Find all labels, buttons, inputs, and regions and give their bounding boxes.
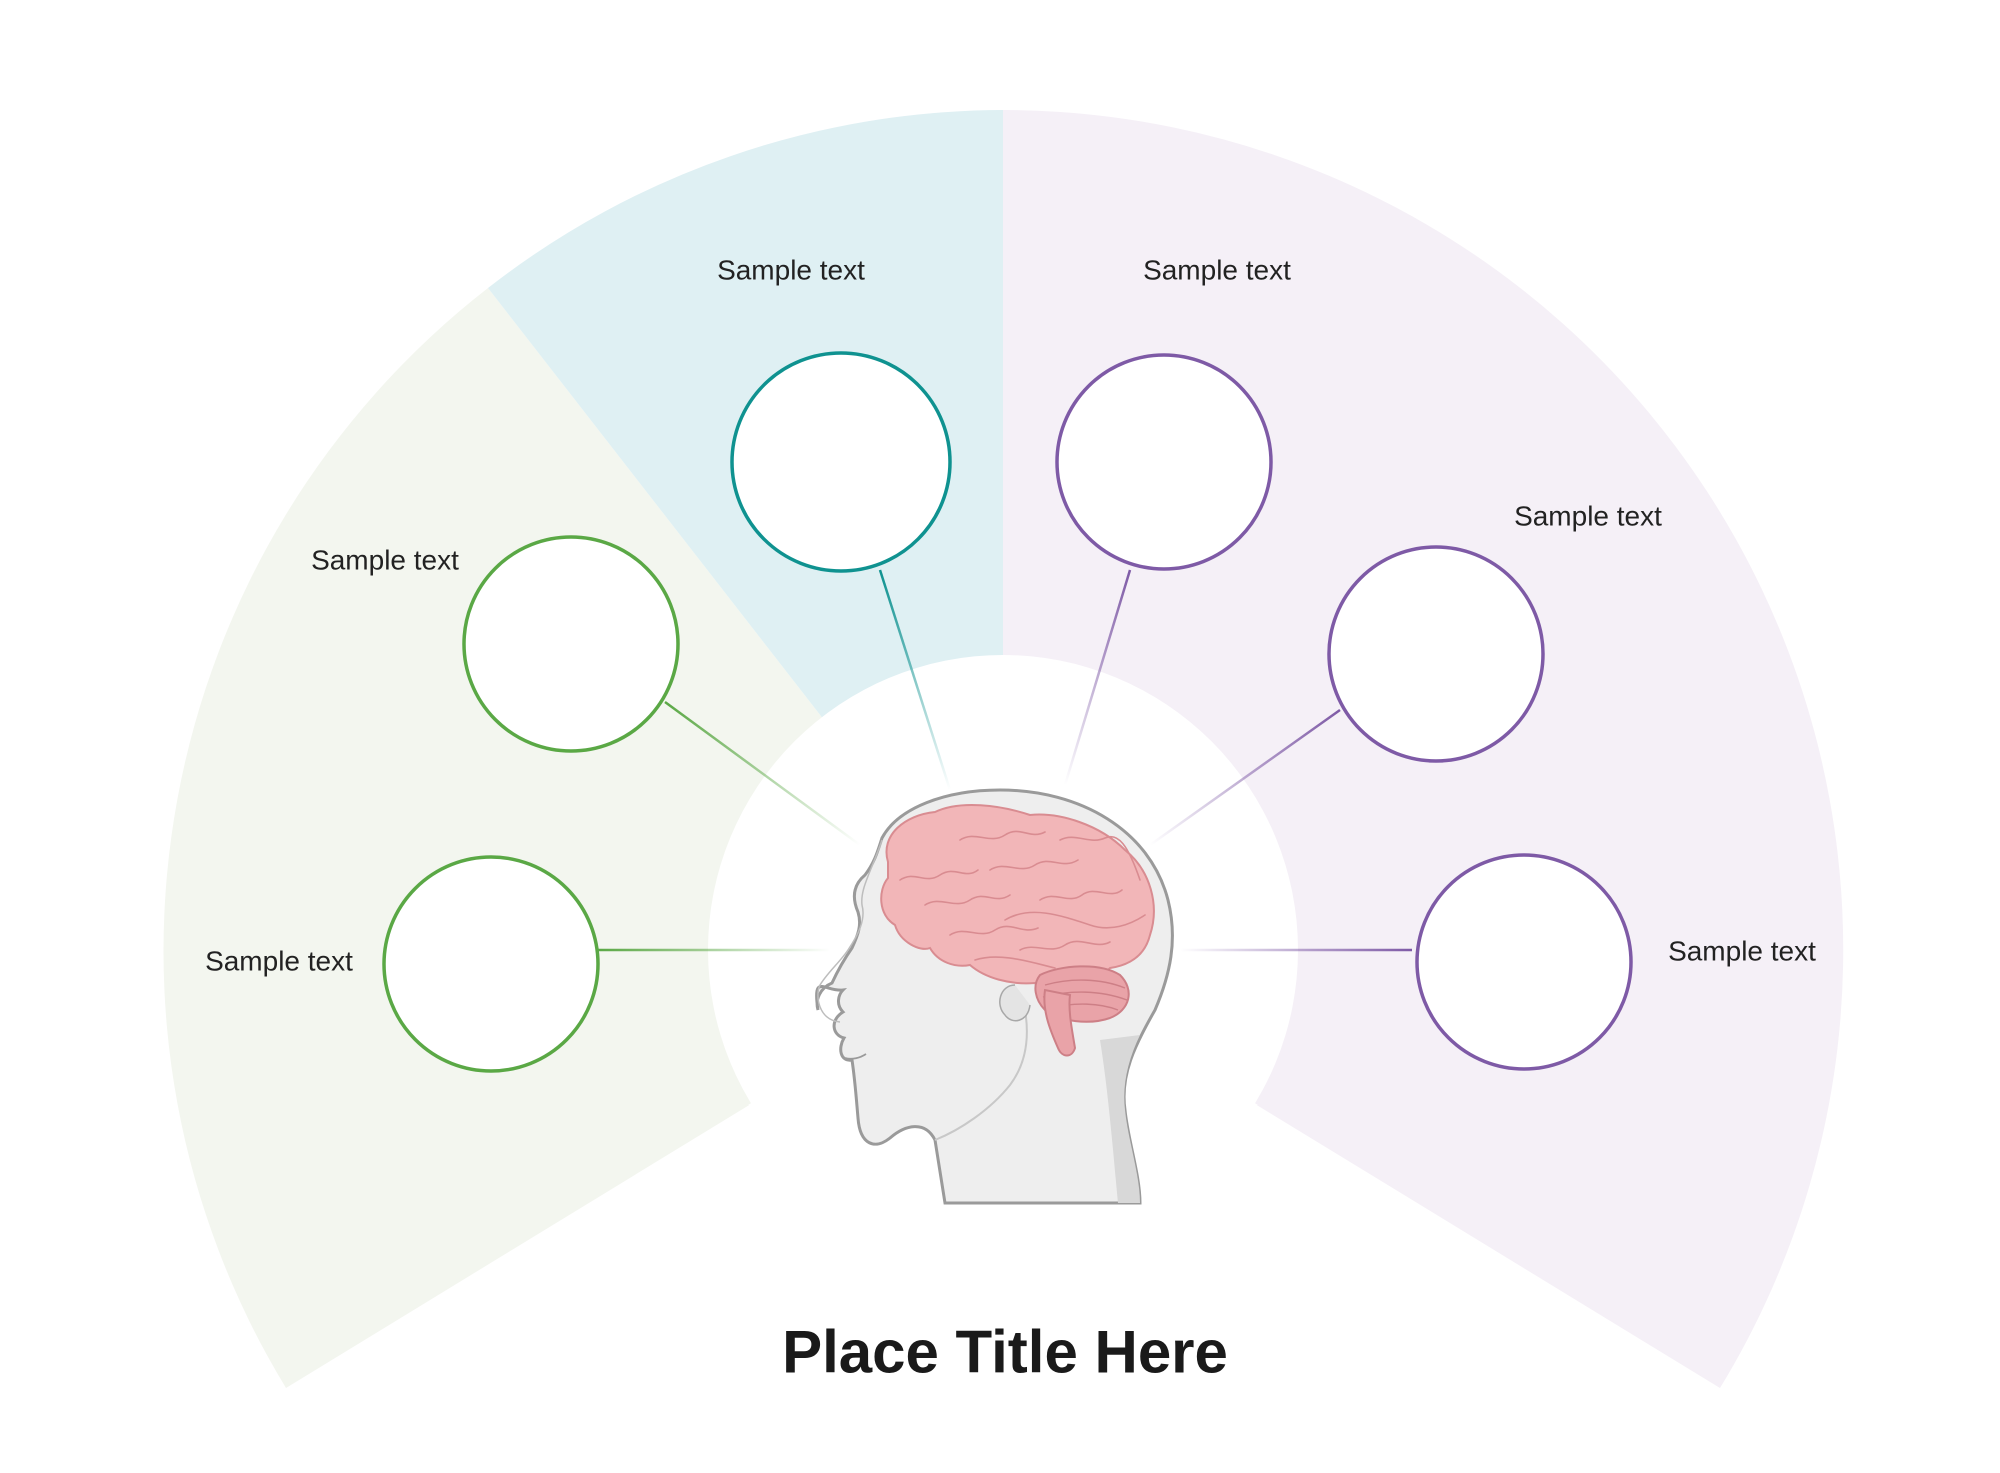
node-circle[interactable]	[382, 855, 600, 1073]
node-circle[interactable]	[1055, 353, 1273, 571]
brainstem	[1043, 988, 1077, 1057]
node-label: Sample text	[1143, 255, 1291, 286]
brain-folds	[899, 830, 1146, 969]
neck-shadow	[1100, 1035, 1140, 1203]
diagram-title: Place Title Here	[782, 1319, 1228, 1386]
node-label: Sample text	[717, 255, 865, 286]
node-label: Sample text	[205, 946, 353, 977]
ear	[999, 984, 1031, 1022]
cerebrum	[880, 803, 1155, 988]
human-head-brain-icon	[815, 788, 1174, 1205]
mouth	[844, 1053, 867, 1060]
node-label: Sample text	[1668, 936, 1816, 967]
connector-line	[878, 569, 952, 791]
node-circle[interactable]	[730, 351, 952, 573]
node-labels: Sample text Sample text Sample text Samp…	[205, 255, 1816, 977]
connector-line	[664, 700, 861, 847]
connector-line	[1063, 569, 1132, 786]
green-sector	[163, 288, 1004, 1388]
node-label: Sample text	[311, 545, 459, 576]
node-label: Sample text	[1514, 501, 1662, 532]
face-profile	[817, 839, 883, 1023]
connector-line	[1149, 708, 1341, 847]
node-circle[interactable]	[1415, 853, 1633, 1071]
nodes	[382, 351, 1633, 1073]
node-circle[interactable]	[462, 535, 680, 753]
connectors	[598, 569, 1412, 952]
jaw-line	[934, 1009, 1028, 1141]
node-circle[interactable]	[1327, 545, 1545, 763]
